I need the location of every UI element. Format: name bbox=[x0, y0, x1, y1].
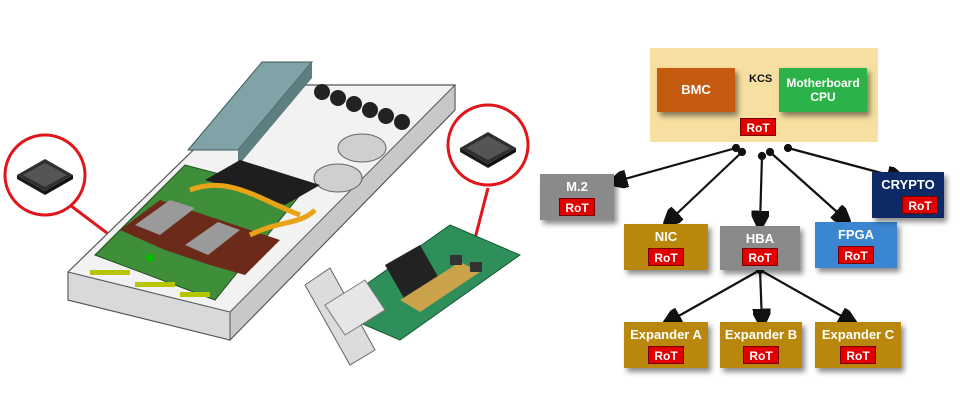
nic-box: NIC RoT bbox=[624, 224, 708, 270]
cpu-label: Motherboard CPU bbox=[786, 76, 860, 104]
nic-rot-badge: RoT bbox=[648, 248, 684, 266]
bmc-label: BMC bbox=[681, 82, 711, 97]
chip-icon bbox=[17, 159, 73, 195]
server-chassis-illustration bbox=[67, 61, 456, 342]
expander-c-label: Expander C bbox=[821, 327, 895, 342]
fpga-box: FPGA RoT bbox=[815, 222, 897, 268]
m2-box: M.2 RoT bbox=[540, 174, 614, 220]
crypto-rot-badge: RoT bbox=[902, 196, 938, 214]
expander-b-box: Expander B RoT bbox=[720, 322, 802, 368]
m2-rot-badge: RoT bbox=[559, 198, 595, 216]
expander-a-label: Expander A bbox=[630, 327, 702, 342]
crypto-label: CRYPTO bbox=[881, 177, 935, 192]
expander-b-label: Expander B bbox=[724, 327, 798, 342]
expander-a-box: Expander A RoT bbox=[624, 322, 708, 368]
expander-c-box: Expander C RoT bbox=[815, 322, 901, 368]
fpga-label: FPGA bbox=[837, 227, 875, 242]
fpga-rot-badge: RoT bbox=[838, 246, 874, 264]
kcs-label: KCS bbox=[749, 73, 773, 85]
cpu-box: Motherboard CPU bbox=[779, 68, 867, 112]
m2-label: M.2 bbox=[566, 179, 588, 194]
pcie-card-illustration bbox=[304, 224, 522, 366]
host-rot-badge: RoT bbox=[740, 118, 776, 136]
expander-a-rot-badge: RoT bbox=[648, 346, 684, 364]
crypto-box: CRYPTO RoT bbox=[872, 172, 944, 218]
hba-rot-badge: RoT bbox=[742, 248, 778, 266]
bmc-box: BMC bbox=[657, 68, 735, 112]
hba-label: HBA bbox=[745, 231, 775, 246]
expander-b-rot-badge: RoT bbox=[743, 346, 779, 364]
hba-box: HBA RoT bbox=[720, 226, 800, 270]
nic-label: NIC bbox=[654, 229, 678, 244]
chip-icon bbox=[460, 132, 516, 168]
expander-c-rot-badge: RoT bbox=[840, 346, 876, 364]
